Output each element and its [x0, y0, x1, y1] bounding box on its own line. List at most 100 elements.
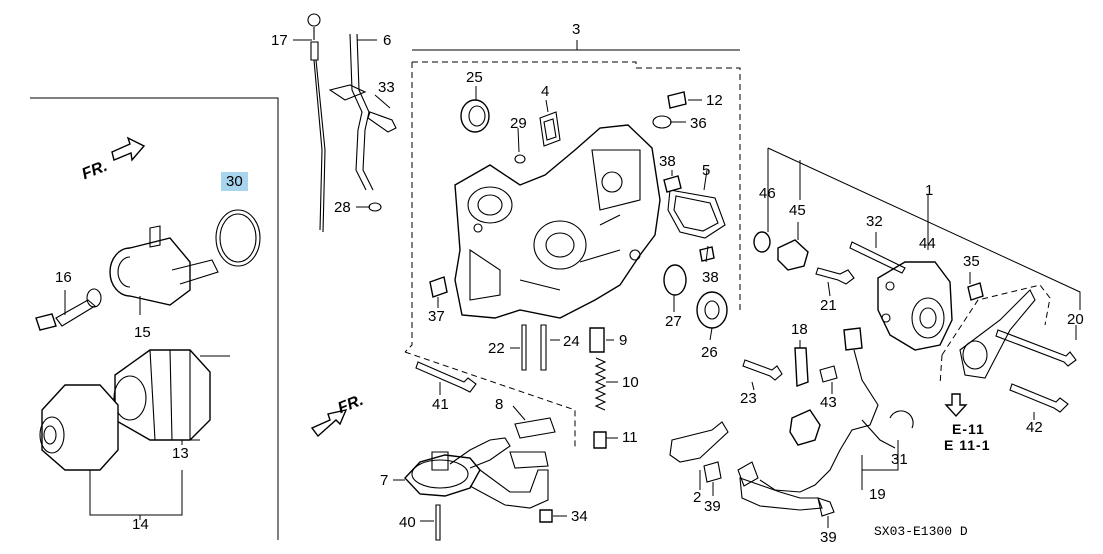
leader-lines [64, 39, 1077, 528]
oil-filter-cap-drawing [39, 384, 119, 471]
callout-18: 18 [791, 321, 808, 338]
callout-25: 25 [466, 69, 483, 86]
callout-38-lower: 38 [702, 269, 719, 286]
bolt-32-drawing [849, 241, 906, 274]
o-ring-4-drawing [539, 111, 561, 147]
callout-5: 5 [702, 162, 711, 179]
callout-27: 27 [665, 313, 682, 330]
bracket-18-drawing [794, 347, 809, 387]
inset-frame [30, 97, 279, 540]
housing-bracket-top [412, 61, 637, 68]
callout-38-upper: 38 [659, 153, 676, 170]
stud-22-drawing [521, 324, 527, 371]
clip-31-drawing [889, 410, 914, 429]
nut-35-drawing [967, 282, 984, 301]
strainer-drawing [404, 437, 549, 509]
seal-26-drawing [696, 291, 728, 329]
callout-6: 6 [383, 32, 392, 49]
callout-8: 8 [495, 396, 504, 413]
dowel-38a-drawing [663, 175, 682, 193]
seal-25-drawing [460, 99, 490, 133]
bolt-20-drawing [995, 329, 1077, 367]
callout-19: 19 [869, 486, 886, 503]
callout-35: 35 [963, 253, 980, 270]
callout-24: 24 [563, 333, 580, 350]
oil-filter-drawing [113, 349, 211, 441]
housing-bracket-left [404, 62, 413, 353]
bracket-20-drawing [959, 289, 1036, 379]
callout-9: 9 [619, 332, 628, 349]
clip-28-drawing [368, 202, 382, 212]
oil-pump-housing-drawing [454, 124, 661, 319]
bolt-42-drawing [1009, 383, 1069, 413]
callout-13: 13 [172, 445, 189, 462]
harness-bracket-drawing [739, 477, 823, 511]
water-pump-drawing [877, 261, 953, 351]
stud-24-drawing [540, 324, 547, 371]
bolt-16-drawing [35, 288, 102, 331]
callout-31: 31 [891, 451, 908, 468]
callout-11: 11 [622, 429, 638, 446]
callout-14: 14 [132, 516, 149, 533]
bolt-33-drawing [367, 111, 397, 133]
callout-4: 4 [541, 83, 550, 100]
callout-16: 16 [55, 269, 72, 286]
callout-36: 36 [690, 115, 707, 132]
housing-bracket-right [636, 67, 741, 312]
bolt-39b-drawing [817, 497, 835, 517]
reference-arrow [944, 393, 968, 418]
relief-valve-9-drawing [589, 327, 605, 353]
callout-17: 17 [271, 32, 288, 49]
callout-2: 2 [693, 489, 702, 506]
plug-12-drawing [652, 91, 687, 129]
callout-1: 1 [925, 182, 934, 199]
seal-27-drawing [663, 264, 687, 296]
callout-21: 21 [820, 297, 837, 314]
callout-26: 26 [701, 344, 718, 361]
callout-32: 32 [866, 213, 883, 230]
bolt-23-drawing [742, 359, 783, 381]
reference-line-2: E 11-1 [944, 437, 991, 453]
callout-39-right: 39 [820, 529, 837, 546]
callout-3: 3 [572, 21, 581, 38]
callout-39-left: 39 [704, 498, 721, 515]
dipstick-drawing [307, 13, 326, 233]
callout-15: 15 [134, 324, 151, 341]
gasket-5-drawing [667, 189, 726, 239]
front-arrow-upper [111, 136, 146, 162]
callout-45: 45 [789, 202, 806, 219]
callout-22: 22 [488, 340, 505, 357]
bracket-dash [939, 284, 1051, 386]
callout-44: 44 [919, 235, 936, 252]
bolt-39a-drawing [703, 461, 722, 483]
oil-cooler-drawing [109, 225, 219, 306]
callout-28: 28 [334, 199, 351, 216]
callout-43: 43 [820, 394, 837, 411]
washer-46-drawing [753, 231, 771, 253]
callout-41: 41 [432, 396, 449, 413]
gasket-8-drawing [514, 417, 556, 439]
callout-42: 42 [1026, 419, 1043, 436]
callout-3-leader [412, 40, 740, 51]
bolt-41-drawing [415, 361, 477, 393]
callout-40: 40 [399, 514, 416, 531]
gear-45-drawing [777, 239, 809, 271]
housing-bracket-bottom [404, 351, 576, 448]
callout-37: 37 [428, 308, 445, 325]
bolt-43-drawing [819, 365, 838, 383]
callout-30-highlighted: 30 [221, 172, 248, 191]
callout-46: 46 [759, 185, 776, 202]
callout-1-bracket [767, 147, 1081, 310]
callout-12: 12 [706, 92, 723, 109]
dipstick-tube-drawing [328, 33, 374, 191]
diagram-code: SX03-E1300 D [874, 524, 968, 539]
o-ring-29-drawing [514, 154, 526, 164]
dowel-37-drawing [429, 276, 448, 298]
callout-23: 23 [740, 390, 757, 407]
callout-34: 34 [571, 508, 588, 525]
bolt-21-drawing [815, 267, 855, 285]
harness-19-drawing [737, 327, 896, 493]
reference-line-1: E-11 [952, 421, 985, 437]
